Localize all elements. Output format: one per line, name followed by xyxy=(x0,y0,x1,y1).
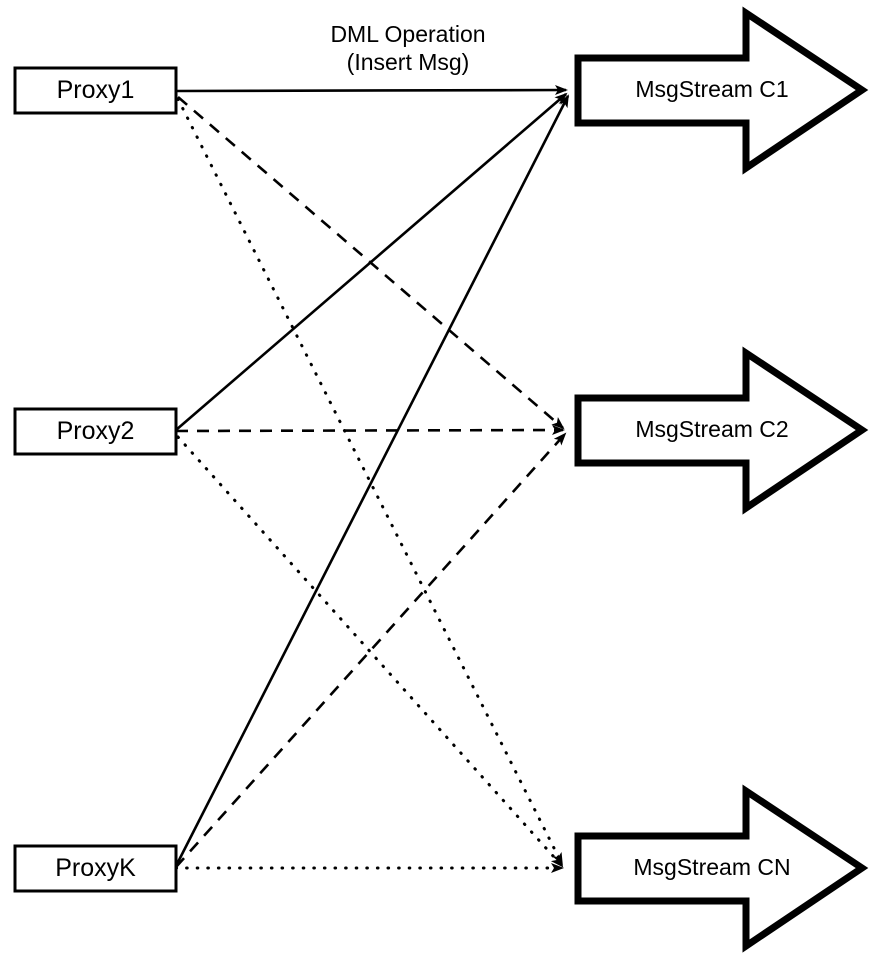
stream-label: MsgStream CN xyxy=(633,854,790,880)
stream-node-msgstream-c2[interactable]: MsgStream C2 xyxy=(574,346,869,515)
proxy-label: Proxy1 xyxy=(57,76,135,104)
edge-proxy2-to-cn xyxy=(176,435,564,868)
stream-label: MsgStream C1 xyxy=(635,76,788,102)
stream-node-msgstream-cn[interactable]: MsgStream CN xyxy=(574,784,869,953)
proxy-box-rect[interactable] xyxy=(13,66,178,115)
block-arrow-shape[interactable] xyxy=(574,346,869,515)
proxy-node-proxy2[interactable]: Proxy2 xyxy=(13,407,178,456)
proxy-node-proxy1[interactable]: Proxy1 xyxy=(13,66,178,115)
annotation-line-2: (Insert Msg) xyxy=(347,49,470,75)
block-arrow-shape[interactable] xyxy=(574,784,869,953)
block-arrow-shape[interactable] xyxy=(574,6,869,175)
proxy-label: ProxyK xyxy=(55,854,136,882)
stream-node-msgstream-c1[interactable]: MsgStream C1 xyxy=(574,6,869,175)
edge-proxy1-to-c1 xyxy=(175,85,568,96)
edge-proxyk-to-c1 xyxy=(174,94,570,867)
edge-proxy2-to-c2 xyxy=(175,425,565,436)
edge-proxy2-to-c1 xyxy=(175,92,568,431)
edge-layer xyxy=(174,85,570,873)
stream-label: MsgStream C2 xyxy=(635,416,788,442)
proxy-label: Proxy2 xyxy=(57,417,135,445)
edge-proxyk-to-c2 xyxy=(175,432,567,868)
proxy-box-rect[interactable] xyxy=(13,844,178,893)
proxy-box-rect[interactable] xyxy=(13,407,178,456)
annotation-line-1: DML Operation xyxy=(330,21,485,47)
annotation-dml-operation: DML Operation (Insert Msg) xyxy=(330,21,485,75)
proxy-node-proxyk[interactable]: ProxyK xyxy=(13,844,178,893)
